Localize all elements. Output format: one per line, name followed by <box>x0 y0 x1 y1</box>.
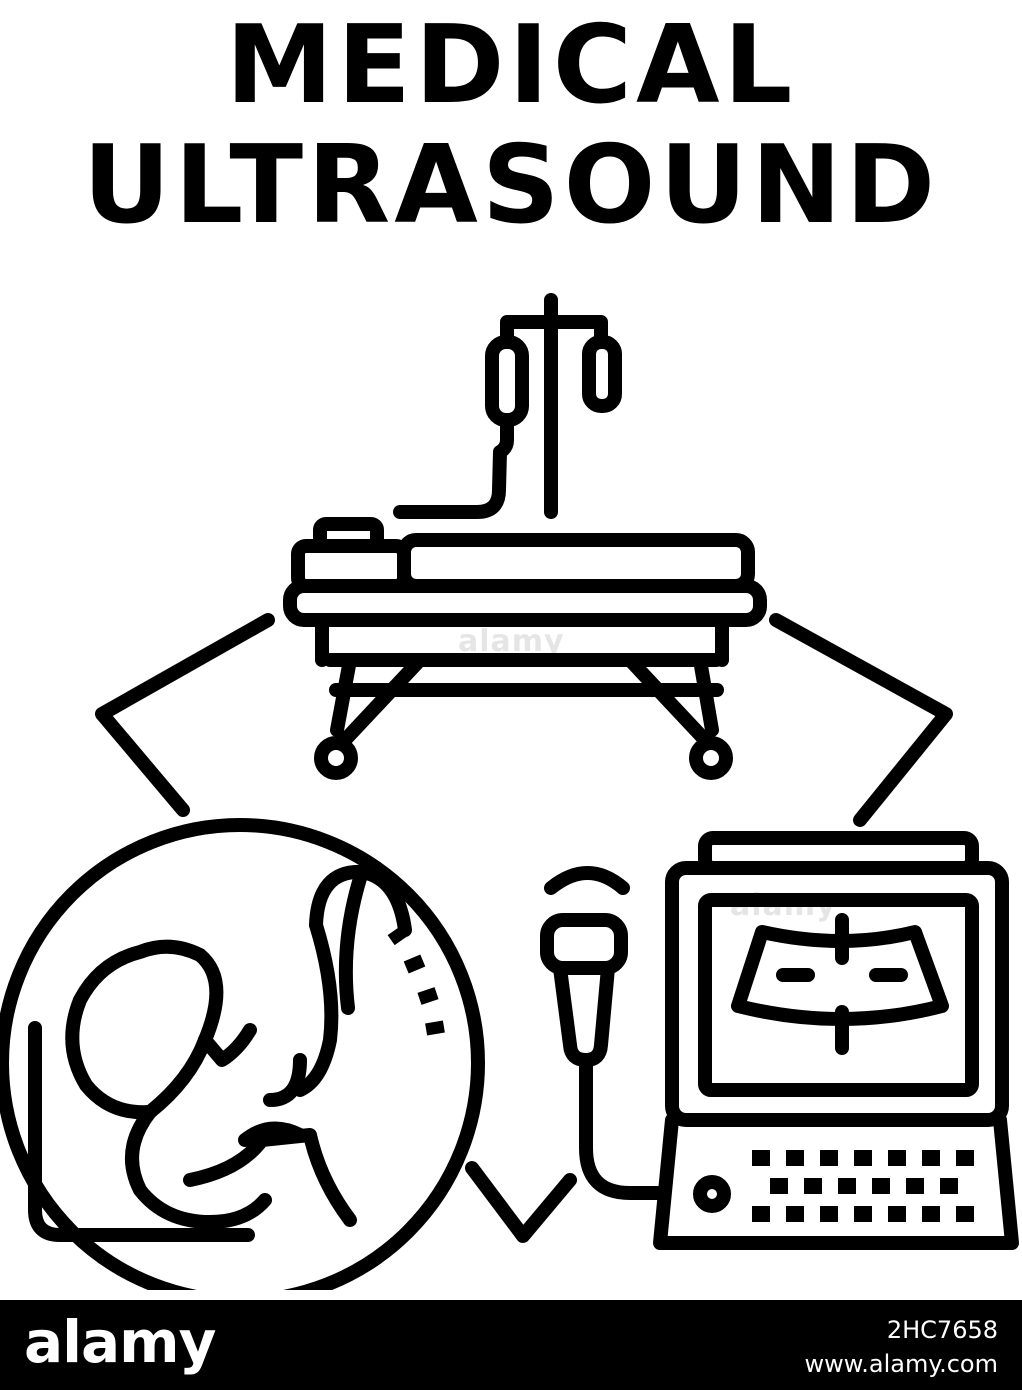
iv-stand-icon <box>393 293 622 519</box>
site-url: www.alamy.com <box>804 1350 998 1378</box>
title-line-2: ULTRASOUND <box>82 123 940 248</box>
watermark: alamy <box>458 624 565 659</box>
connector-lines <box>95 613 953 1243</box>
brand-logo: alamy <box>24 1308 216 1376</box>
watermark: alamy <box>730 888 837 923</box>
ultrasound-machine-icon <box>653 831 1019 1250</box>
ultrasound-probe-icon <box>540 866 667 1200</box>
title-line-1: MEDICAL <box>225 3 797 128</box>
image-code: 2HC7658 <box>886 1316 998 1344</box>
ultrasound-illustration <box>0 293 1019 1290</box>
fetus-womb-icon <box>0 818 485 1290</box>
hospital-bed-icon <box>283 517 767 780</box>
footer-bar: alamy 2HC7658 www.alamy.com <box>0 1300 1022 1390</box>
